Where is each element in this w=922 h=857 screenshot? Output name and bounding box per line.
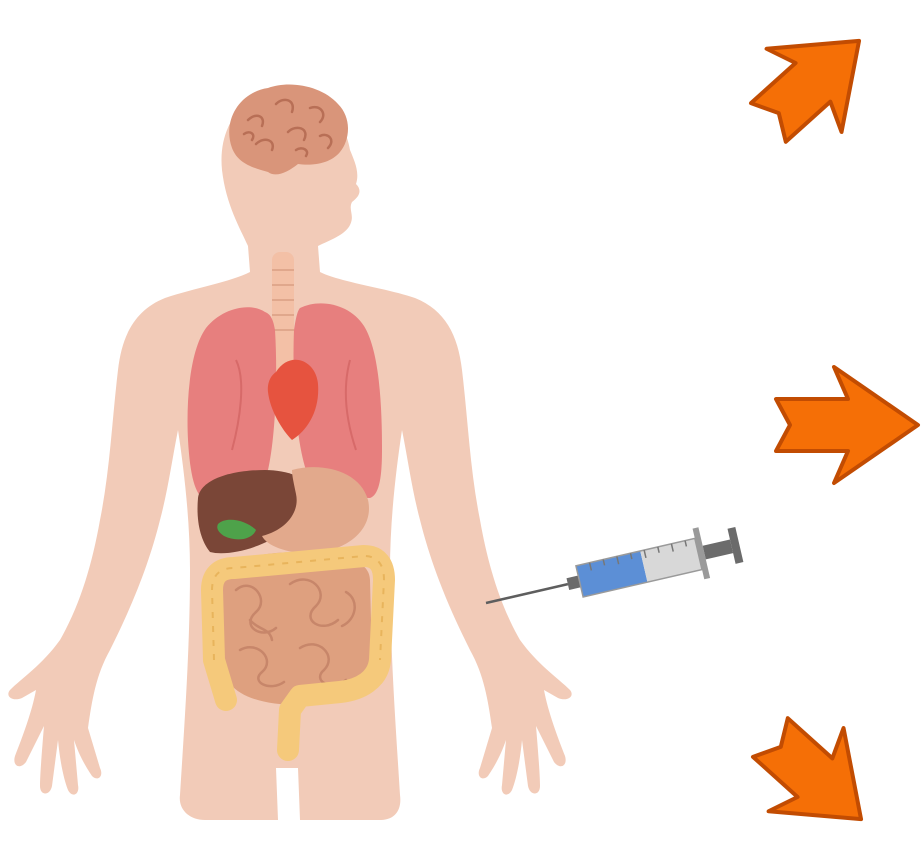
arrow-right-icon (776, 367, 918, 483)
syringe-injection-icon (480, 519, 745, 628)
arrow-up-right-icon (731, 0, 897, 164)
arrow-down-right-icon (733, 696, 899, 857)
human-body-organs-icon (8, 85, 571, 820)
